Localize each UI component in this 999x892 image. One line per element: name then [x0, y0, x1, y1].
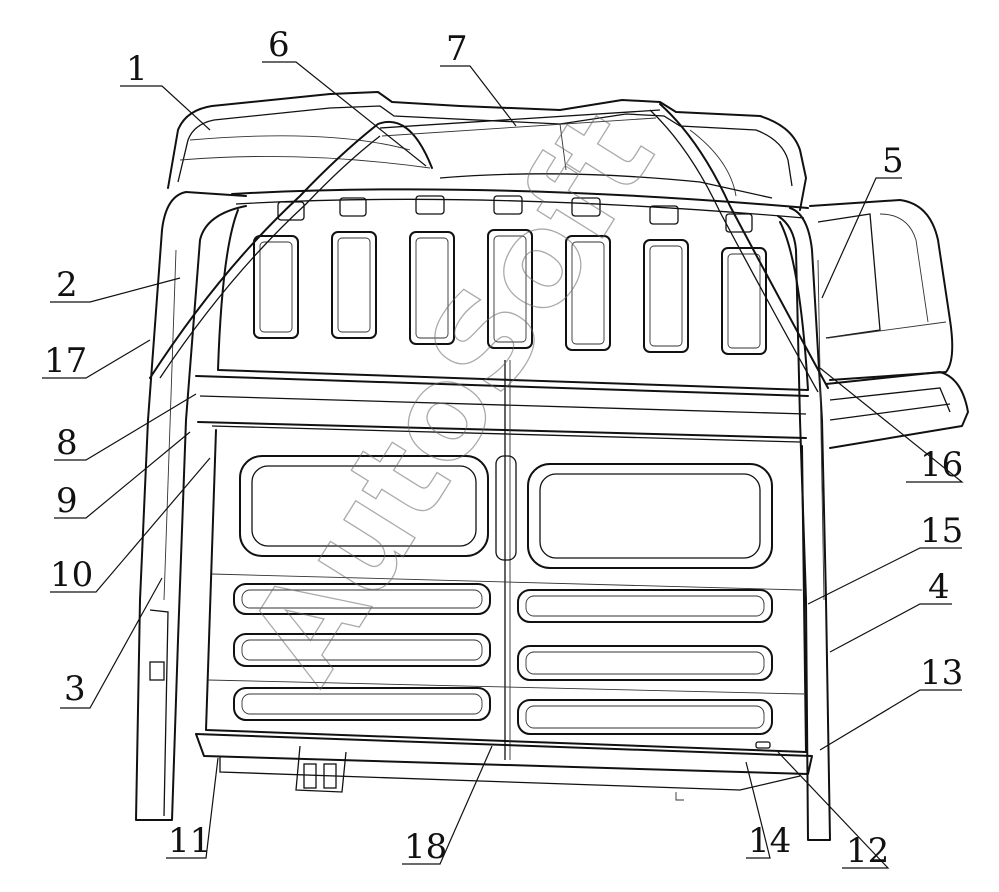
- callout-10: 10: [50, 555, 93, 595]
- callout-16: 16: [920, 445, 963, 485]
- right-pillar: [777, 207, 831, 841]
- callout-3: 3: [64, 669, 86, 709]
- callout-15: 15: [920, 511, 963, 551]
- left-pillar: [135, 191, 247, 821]
- callout-4: 4: [928, 567, 950, 607]
- callout-6: 6: [268, 25, 290, 65]
- leader-15: [807, 547, 962, 605]
- callout-11: 11: [168, 821, 211, 861]
- callout-labels: 1 2 3 4 5 6 7 8 9 10 11 12 13 14 15 16 1…: [44, 25, 963, 871]
- upper-back-panel: [217, 209, 809, 391]
- leader-7: [440, 65, 517, 127]
- roof-shell: [167, 91, 807, 211]
- leader-2: [50, 277, 181, 303]
- callout-12: 12: [846, 831, 889, 871]
- leader-16: [819, 367, 964, 483]
- callout-14: 14: [748, 821, 791, 861]
- callout-13: 13: [920, 653, 963, 693]
- rear-wall: [205, 360, 807, 760]
- callout-1: 1: [126, 49, 148, 89]
- callout-9: 9: [56, 481, 78, 521]
- leader-9: [54, 431, 191, 519]
- callout-8: 8: [56, 423, 78, 463]
- callout-5: 5: [882, 141, 904, 181]
- callout-17: 17: [44, 341, 87, 381]
- leader-10: [50, 457, 211, 593]
- leader-3: [60, 577, 163, 709]
- leader-17: [42, 339, 151, 379]
- leader-12: [777, 751, 890, 869]
- leader-11: [166, 757, 219, 859]
- leader-4: [829, 603, 952, 653]
- header-strip: [231, 188, 809, 233]
- bottom-sill: [195, 733, 813, 801]
- callout-7: 7: [446, 29, 468, 69]
- cross-rail: [195, 375, 809, 443]
- callout-18: 18: [404, 827, 447, 867]
- diagonal-braces: [149, 103, 829, 393]
- callout-2: 2: [56, 265, 78, 305]
- leader-lines: [42, 61, 964, 869]
- leader-13: [819, 689, 962, 751]
- leader-8: [54, 393, 197, 461]
- leader-1: [120, 85, 211, 131]
- sleeper-box: [809, 199, 969, 449]
- leader-5: [821, 177, 902, 299]
- leader-6: [262, 61, 427, 167]
- leader-14: [745, 761, 771, 859]
- leader-18: [402, 745, 493, 865]
